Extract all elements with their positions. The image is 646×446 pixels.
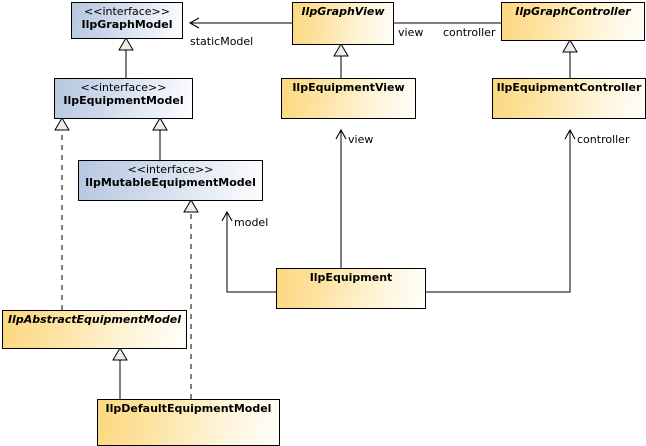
edge-label-controller-equipment: controller <box>577 133 630 146</box>
class-name-label: IlpAbstractEquipmentModel <box>7 313 182 326</box>
class-box-ilpequipmentcontroller[interactable]: IlpEquipmentController <box>492 78 646 119</box>
edge-label-view-graph: view <box>398 26 424 39</box>
class-name-label: IlpEquipmentController <box>496 81 642 94</box>
class-box-ilpgraphmodel[interactable]: <<interface>> IlpGraphModel <box>71 2 183 39</box>
edge-label-controller-graph: controller <box>443 26 496 39</box>
class-name-label: IlpDefaultEquipmentModel <box>105 402 272 415</box>
class-name-label: IlpEquipment <box>309 271 393 284</box>
edge-label-staticmodel: staticModel <box>190 35 254 48</box>
class-box-ilpabstractequipmentmodel[interactable]: IlpAbstractEquipmentModel <box>2 310 187 349</box>
class-box-ilpgraphview[interactable]: IlpGraphView <box>292 2 394 45</box>
edge-label-view-equipment: view <box>348 133 374 146</box>
class-name-label: IlpGraphView <box>301 5 385 18</box>
stereotype-label: <<interface>> <box>127 163 214 176</box>
class-name-label: IlpEquipmentView <box>292 81 405 94</box>
class-name-label: IlpMutableEquipmentModel <box>85 175 256 189</box>
stereotype-label: <<interface>> <box>80 81 167 94</box>
class-box-ilpequipmentview[interactable]: IlpEquipmentView <box>281 78 416 119</box>
class-box-ilpmutableequipmentmodel[interactable]: <<interface>> IlpMutableEquipmentModel <box>78 160 263 201</box>
class-box-ilpdefaultequipmentmodel[interactable]: IlpDefaultEquipmentModel <box>97 399 280 446</box>
class-name-label: IlpGraphModel <box>81 17 173 31</box>
class-box-ilpequipment[interactable]: IlpEquipment <box>276 268 426 309</box>
class-box-ilpequipmentmodel[interactable]: <<interface>> IlpEquipmentModel <box>54 78 193 119</box>
stereotype-label: <<interface>> <box>84 5 170 18</box>
class-name-label: IlpGraphController <box>515 5 631 18</box>
class-name-label: IlpEquipmentModel <box>63 93 184 107</box>
edge-label-model-equipment: model <box>234 216 269 229</box>
class-box-ilpgraphcontroller[interactable]: IlpGraphController <box>501 2 645 41</box>
